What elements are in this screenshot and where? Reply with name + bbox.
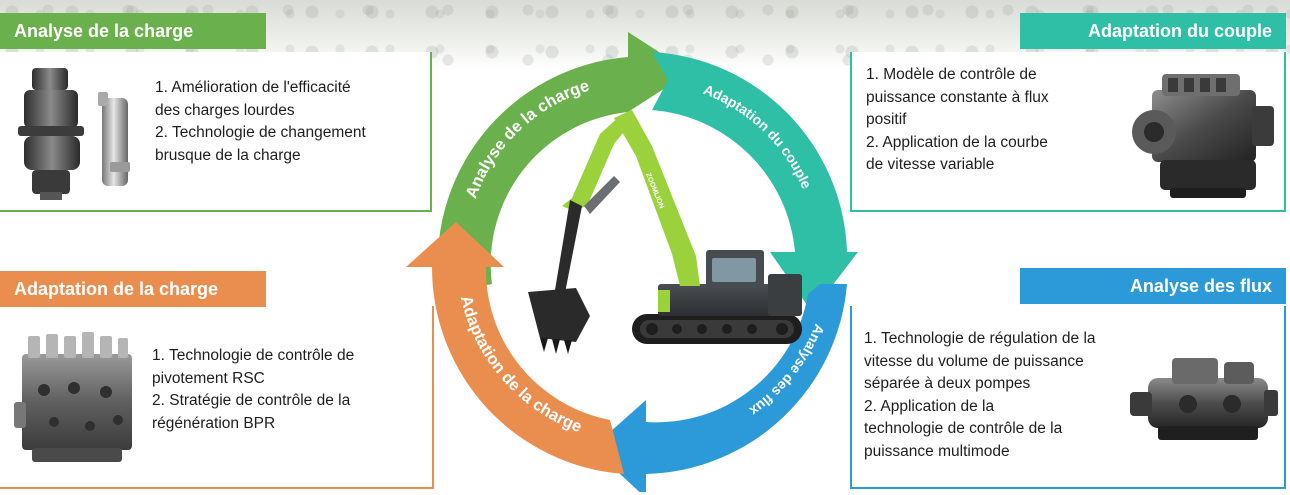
card-text-flow-analysis: 1. Technologie de régulation de la vites… (864, 328, 1164, 463)
card-text-load-adaptation: 1. Technologie de contrôle de pivotement… (152, 345, 432, 435)
text-line: puissance multimode (864, 442, 1010, 460)
card-title-torque-adaptation: Adaptation du couple (1020, 13, 1286, 49)
cycle-segment-load-adaptation (406, 222, 624, 474)
engine-image (1132, 74, 1274, 198)
text-line: séparée à deux pompes (864, 375, 1031, 392)
text-line: puissance constante à flux (866, 88, 1049, 106)
card-title-load-analysis: Analyse de la charge (0, 13, 266, 49)
hydraulic-pump-image (1130, 358, 1278, 440)
text-line: régénération BPR (152, 414, 276, 432)
text-line: vitesse du volume de puissance (864, 352, 1084, 370)
card-title-load-adaptation: Adaptation de la charge (0, 271, 266, 307)
hydraulic-valve-image (14, 332, 132, 462)
excavator-image: ZOOMLION (528, 110, 802, 354)
text-line: 1. Modèle de contrôle de (866, 66, 1037, 83)
text-line: des charges lourdes (155, 101, 295, 119)
text-line: 1. Technologie de régulation de la (864, 330, 1096, 347)
card-text-torque-adaptation: 1. Modèle de contrôle de puissance const… (866, 64, 1116, 177)
text-line: 2. Application de la (864, 397, 995, 415)
text-line: 1. Technologie de contrôle de (152, 347, 355, 364)
text-line: pivotement RSC (152, 369, 265, 387)
text-line: 2. Application de la courbe (866, 133, 1048, 151)
cycle-segment-flow-analysis (592, 284, 847, 492)
text-line: brusque de la charge (155, 146, 301, 164)
text-line: 1. Amélioration de l'efficacité (155, 79, 351, 96)
text-line: 2. Technologie de changement (155, 124, 366, 141)
cycle-segment-torque-adaptation (652, 52, 858, 312)
cycle-segment-load-analysis (437, 32, 690, 294)
cycle-diagram: Analyse de la charge Adaptation du coupl… (406, 32, 858, 492)
text-line: 2. Stratégie de contrôle de la (152, 392, 351, 409)
card-title-flow-analysis: Analyse des flux (1020, 268, 1286, 304)
swing-motor-image (18, 68, 130, 200)
text-line: de vitesse variable (866, 156, 995, 173)
card-text-load-analysis: 1. Amélioration de l'efficacité des char… (155, 77, 440, 167)
text-line: positif (866, 111, 907, 128)
text-line: technologie de contrôle de la (864, 420, 1063, 437)
